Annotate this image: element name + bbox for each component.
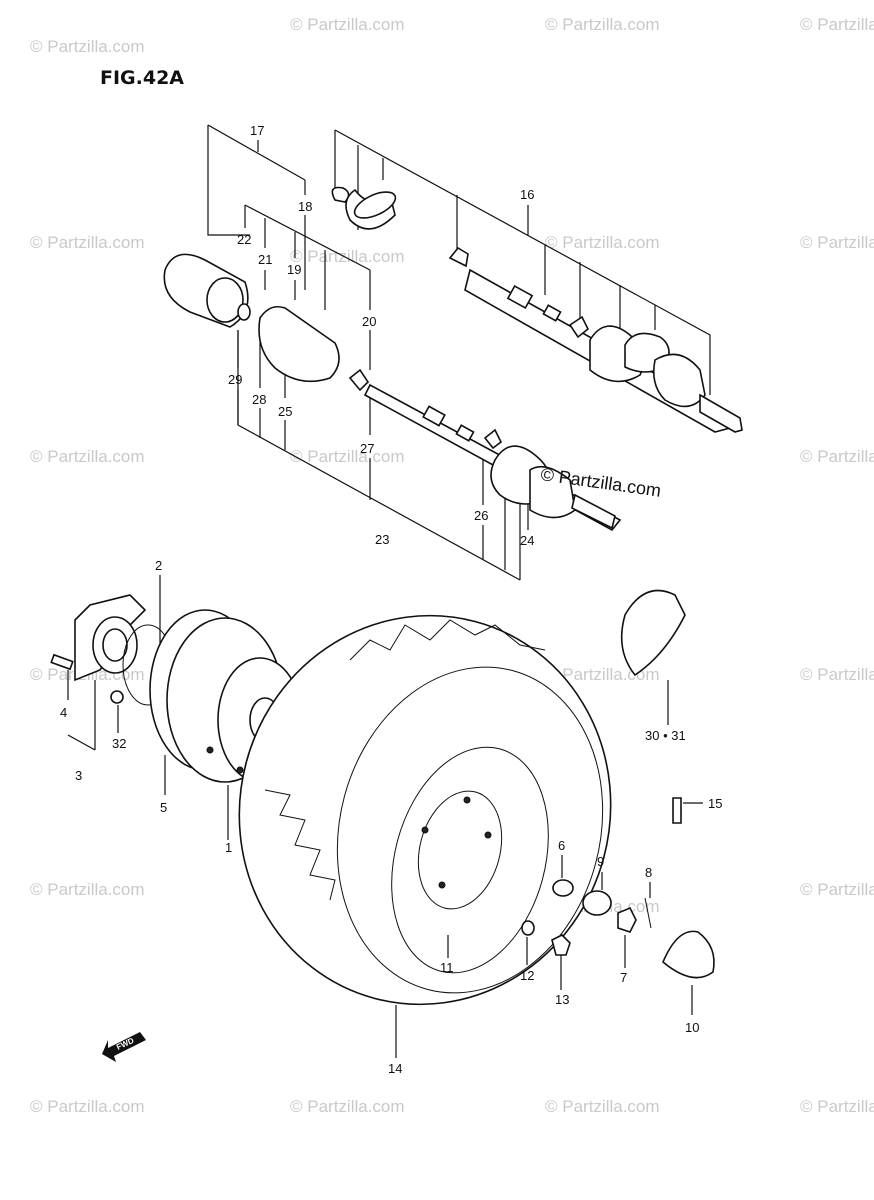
watermark: © Partzilla.com: [290, 247, 405, 266]
drive-shaft-lower: [163, 253, 622, 532]
callout-29: 29: [228, 372, 242, 387]
callout-9: 9: [597, 854, 604, 869]
callout-28: 28: [252, 392, 266, 407]
fwd-arrow: FWD: [102, 1032, 146, 1062]
callout-27: 27: [360, 441, 374, 456]
callout-24: 24: [520, 533, 534, 548]
callout-12: 12: [520, 968, 534, 983]
callout-23: 23: [375, 532, 389, 547]
callout-19: 19: [287, 262, 301, 277]
watermark: © Partzilla.com: [545, 233, 660, 252]
watermark: © Partzilla.com: [290, 15, 405, 34]
callout-18: 18: [298, 199, 312, 214]
watermark: © Partzilla.com: [800, 15, 874, 34]
callout-32: 32: [112, 736, 126, 751]
watermark: © Partzilla.com: [290, 1097, 405, 1116]
callout-11: 11: [440, 960, 454, 975]
watermark: © Partzilla.com: [800, 1097, 874, 1116]
callout-30-31: 30 • 31: [645, 728, 686, 743]
callout-21: 21: [258, 252, 272, 267]
callout-22: 22: [237, 232, 251, 247]
watermark: © Partzilla.com: [30, 1097, 145, 1116]
watermark: © Partzilla.com: [30, 233, 145, 252]
callout-4: 4: [60, 705, 67, 720]
callout-14: 14: [388, 1061, 402, 1076]
callout-8: 8: [645, 865, 652, 880]
callout-5: 5: [160, 800, 167, 815]
small-parts: [521, 589, 715, 979]
callout-7: 7: [620, 970, 627, 985]
callout-16: 16: [520, 187, 534, 202]
drive-shaft-upper: [331, 186, 743, 433]
callout-labels: 1 2 3 4 5 6 7 8 9 10 11 12 13 14 15 16 1…: [60, 123, 722, 1076]
callout-3: 3: [75, 768, 82, 783]
figure-title: FIG.42A: [100, 67, 184, 89]
watermark: © Partzilla.com: [545, 15, 660, 34]
watermark: © Partzilla.com: [545, 1097, 660, 1116]
callout-6: 6: [558, 838, 565, 853]
callout-15: 15: [708, 796, 722, 811]
callout-1: 1: [225, 840, 232, 855]
callout-17: 17: [250, 123, 264, 138]
callout-13: 13: [555, 992, 569, 1007]
watermark: © Partzilla.com: [800, 447, 874, 466]
watermark: © Partzilla.com: [30, 447, 145, 466]
tire-and-wheel: [238, 614, 612, 1006]
watermark: © Partzilla.com: [290, 447, 405, 466]
callout-10: 10: [685, 1020, 699, 1035]
watermark: © Partzilla.com: [800, 665, 874, 684]
small-part-leaders: [67, 575, 703, 1058]
watermark: © Partzilla.com: [30, 37, 145, 56]
watermark: © Partzilla.com: [800, 233, 874, 252]
callout-20: 20: [362, 314, 376, 329]
callout-26: 26: [474, 508, 488, 523]
watermark: © Partzilla.com: [30, 880, 145, 899]
shaft-bracket-lines: [207, 124, 711, 581]
callout-25: 25: [278, 404, 292, 419]
watermark: © Partzilla.com: [800, 880, 874, 899]
callout-2: 2: [155, 558, 162, 573]
